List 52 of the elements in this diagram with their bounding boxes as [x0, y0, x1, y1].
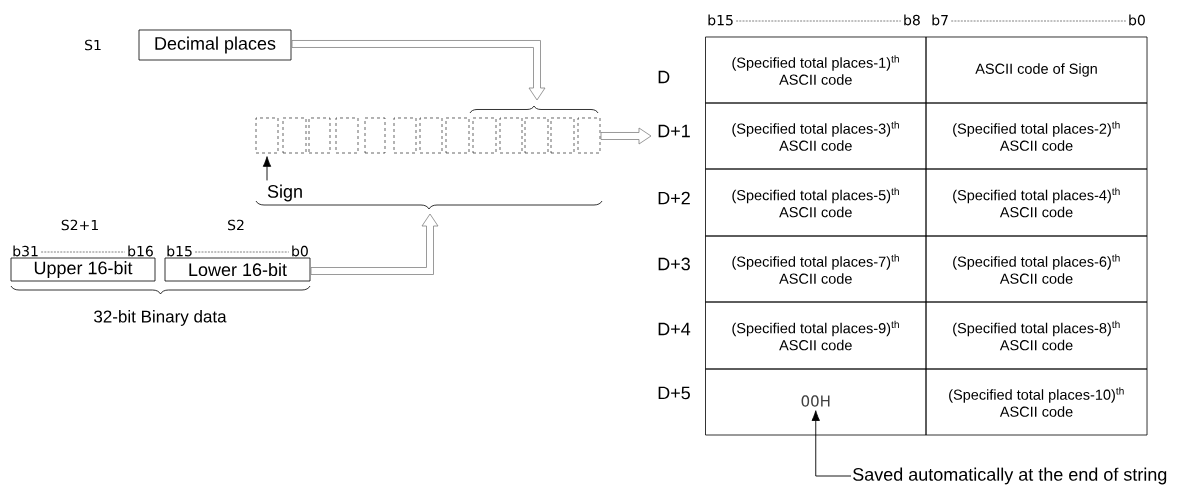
sign-label: Sign: [267, 184, 302, 202]
digit-cell: [472, 117, 497, 154]
bit-label: b0: [292, 245, 308, 257]
data-box: Upper 16-bit: [10, 257, 156, 282]
bit-label: b7: [932, 14, 948, 26]
brace-label: 32-bit Binary data: [94, 310, 227, 326]
table-cell: (Specified total places-10)$^{th}$ ASCII code: [925, 368, 1148, 436]
digit-cell: [499, 117, 523, 154]
data-box: Lower 16-bit: [164, 257, 311, 282]
row-label: D+5: [658, 386, 690, 400]
digit-cell: [364, 117, 386, 154]
leader-line: [262, 156, 272, 181]
bit-label: b31: [13, 245, 38, 257]
digit-cell: [335, 117, 359, 154]
hollow-arrow: [310, 213, 439, 275]
hollow-arrow: [291, 40, 546, 101]
digit-cell: [282, 117, 307, 154]
data-box: Decimal places: [138, 29, 292, 61]
table-cell: (Specified total places-7)$^{th}$ ASCII code: [705, 235, 927, 303]
table-cell: (Specified total places-5)$^{th}$ ASCII code: [705, 168, 927, 237]
operand-label: S2: [228, 219, 244, 231]
digit-cell: [255, 117, 279, 154]
operand-label: S2+1: [61, 219, 98, 231]
digit-cell: [308, 117, 331, 154]
table-cell: (Specified total places-8)$^{th}$ ASCII code: [925, 301, 1148, 370]
hollow-arrow: [600, 127, 652, 145]
digit-cell: [445, 117, 470, 154]
leader-line: [811, 410, 852, 477]
table-cell: (Specified total places-4)$^{th}$ ASCII code: [925, 168, 1148, 237]
digit-cell: [577, 117, 601, 154]
row-label: D+3: [658, 257, 690, 271]
digit-cell: [419, 117, 443, 154]
digit-cell: [550, 117, 575, 154]
table-cell: (Specified total places-3)$^{th}$ ASCII code: [705, 102, 927, 170]
table-cell: (Specified total places-9)$^{th}$ ASCII code: [705, 301, 927, 370]
table-cell: ASCII code of Sign: [925, 36, 1148, 104]
table-cell: (Specified total places-1)$^{th}$ ASCII code: [705, 36, 927, 104]
table-cell: (Specified total places-6)$^{th}$ ASCII code: [925, 235, 1148, 303]
note-text: Saved automatically at the end of string: [853, 467, 1167, 485]
table-cell: (Specified total places-2)$^{th}$ ASCII code: [925, 102, 1148, 170]
operand-label: S1: [85, 39, 101, 51]
bit-label: b15: [167, 245, 192, 257]
cell-text: 00H: [801, 395, 830, 407]
digit-cell: [524, 117, 549, 154]
digit-cell: [393, 117, 417, 154]
table-cell: [705, 368, 927, 436]
bit-label: b16: [128, 245, 153, 257]
row-label: D+1: [658, 124, 690, 138]
row-label: D: [658, 70, 670, 84]
row-label: D+4: [658, 322, 691, 336]
row-label: D+2: [658, 191, 690, 205]
bit-label: b8: [904, 14, 920, 26]
